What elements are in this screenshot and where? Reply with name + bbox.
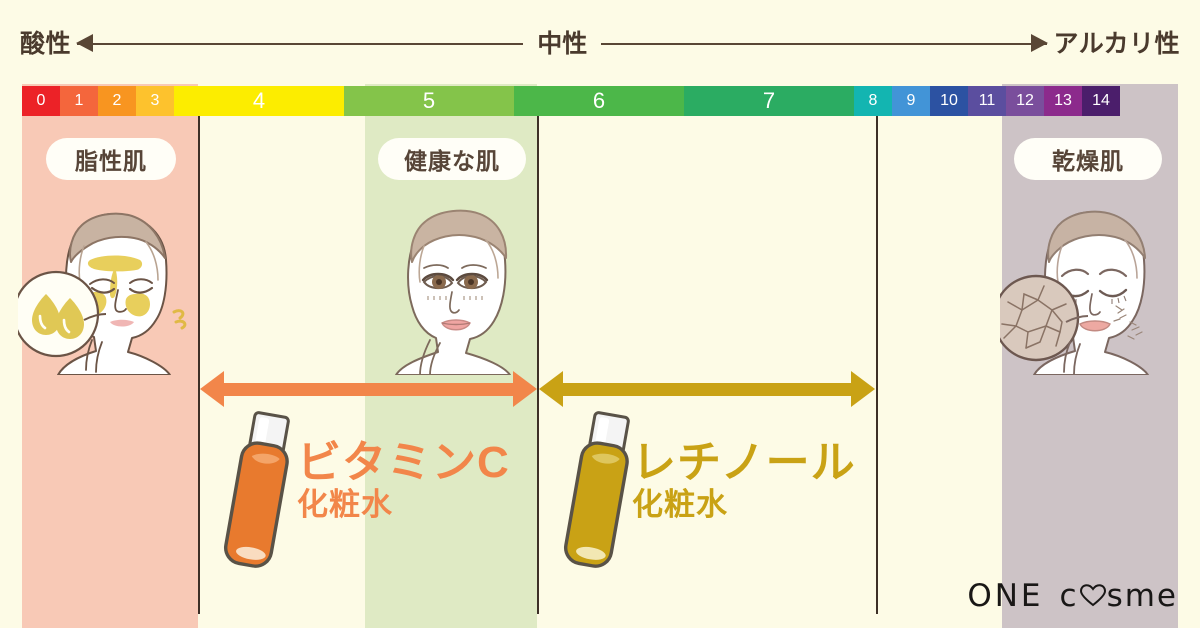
illustration-bottle-retinol [552, 408, 648, 572]
arrow-left-icon [76, 34, 94, 52]
ph-cell-3: 3 [136, 86, 174, 116]
ph-cell-5: 5 [344, 86, 514, 116]
label-oily-skin: 脂性肌 [46, 138, 176, 180]
logo-text-cosme: c sme [1060, 578, 1178, 614]
illustration-bottle-vitamin-c [212, 408, 308, 572]
range-arrow-retinol [539, 371, 875, 407]
arrow-right-icon [1031, 34, 1049, 52]
brand-logo: ONE c sme [967, 578, 1178, 614]
logo-text-sme: sme [1106, 578, 1178, 614]
illustration-oily-skin-face [12, 190, 202, 376]
axis-label-alkaline: アルカリ性 [1053, 29, 1180, 58]
arrow-left-icon [539, 371, 563, 407]
axis-label-neutral: 中性 [523, 29, 602, 59]
divider-line-2 [537, 88, 539, 614]
range-arrow-vitamin-c [200, 371, 537, 407]
illustration-healthy-skin-face [372, 192, 534, 376]
ph-cell-6: 6 [514, 86, 684, 116]
ph-cell-1: 1 [60, 86, 98, 116]
ph-cell-0: 0 [22, 86, 60, 116]
ph-cell-8: 8 [854, 86, 892, 116]
logo-text-one: ONE [967, 578, 1044, 614]
axis-line: 中性 [76, 29, 1049, 59]
illustration-dry-skin-face [992, 190, 1180, 376]
arrow-shaft [561, 383, 853, 396]
ph-cell-12: 12 [1006, 86, 1044, 116]
arrow-right-icon [851, 371, 875, 407]
ph-cell-4: 4 [174, 86, 344, 116]
logo-text-c: c [1059, 578, 1079, 614]
product-name: レチノール [632, 438, 856, 487]
arrow-shaft [222, 383, 515, 396]
product-label-vitamin-c: ビタミンC 化粧水 [297, 438, 510, 522]
arrow-right-icon [513, 371, 537, 407]
ph-cell-13: 13 [1044, 86, 1082, 116]
ph-cell-9: 9 [892, 86, 930, 116]
label-dry-skin: 乾燥肌 [1014, 138, 1162, 180]
divider-line-1 [198, 88, 200, 614]
product-name: ビタミンC [297, 438, 510, 487]
ph-cell-7: 7 [684, 86, 854, 116]
product-subtitle: 化粧水 [297, 486, 393, 522]
product-label-retinol: レチノール 化粧水 [632, 438, 856, 522]
divider-line-3 [876, 88, 878, 614]
ph-cell-14: 14 [1082, 86, 1120, 116]
axis-label-acidic: 酸性 [20, 29, 72, 58]
ph-axis-arrow: 酸性 中性 アルカリ性 [0, 22, 1200, 66]
ph-cell-10: 10 [930, 86, 968, 116]
ph-cell-11: 11 [968, 86, 1006, 116]
ph-cell-2: 2 [98, 86, 136, 116]
heart-icon [1079, 584, 1106, 607]
label-healthy-skin: 健康な肌 [378, 138, 526, 180]
arrow-left-icon [200, 371, 224, 407]
product-subtitle: 化粧水 [632, 486, 728, 522]
